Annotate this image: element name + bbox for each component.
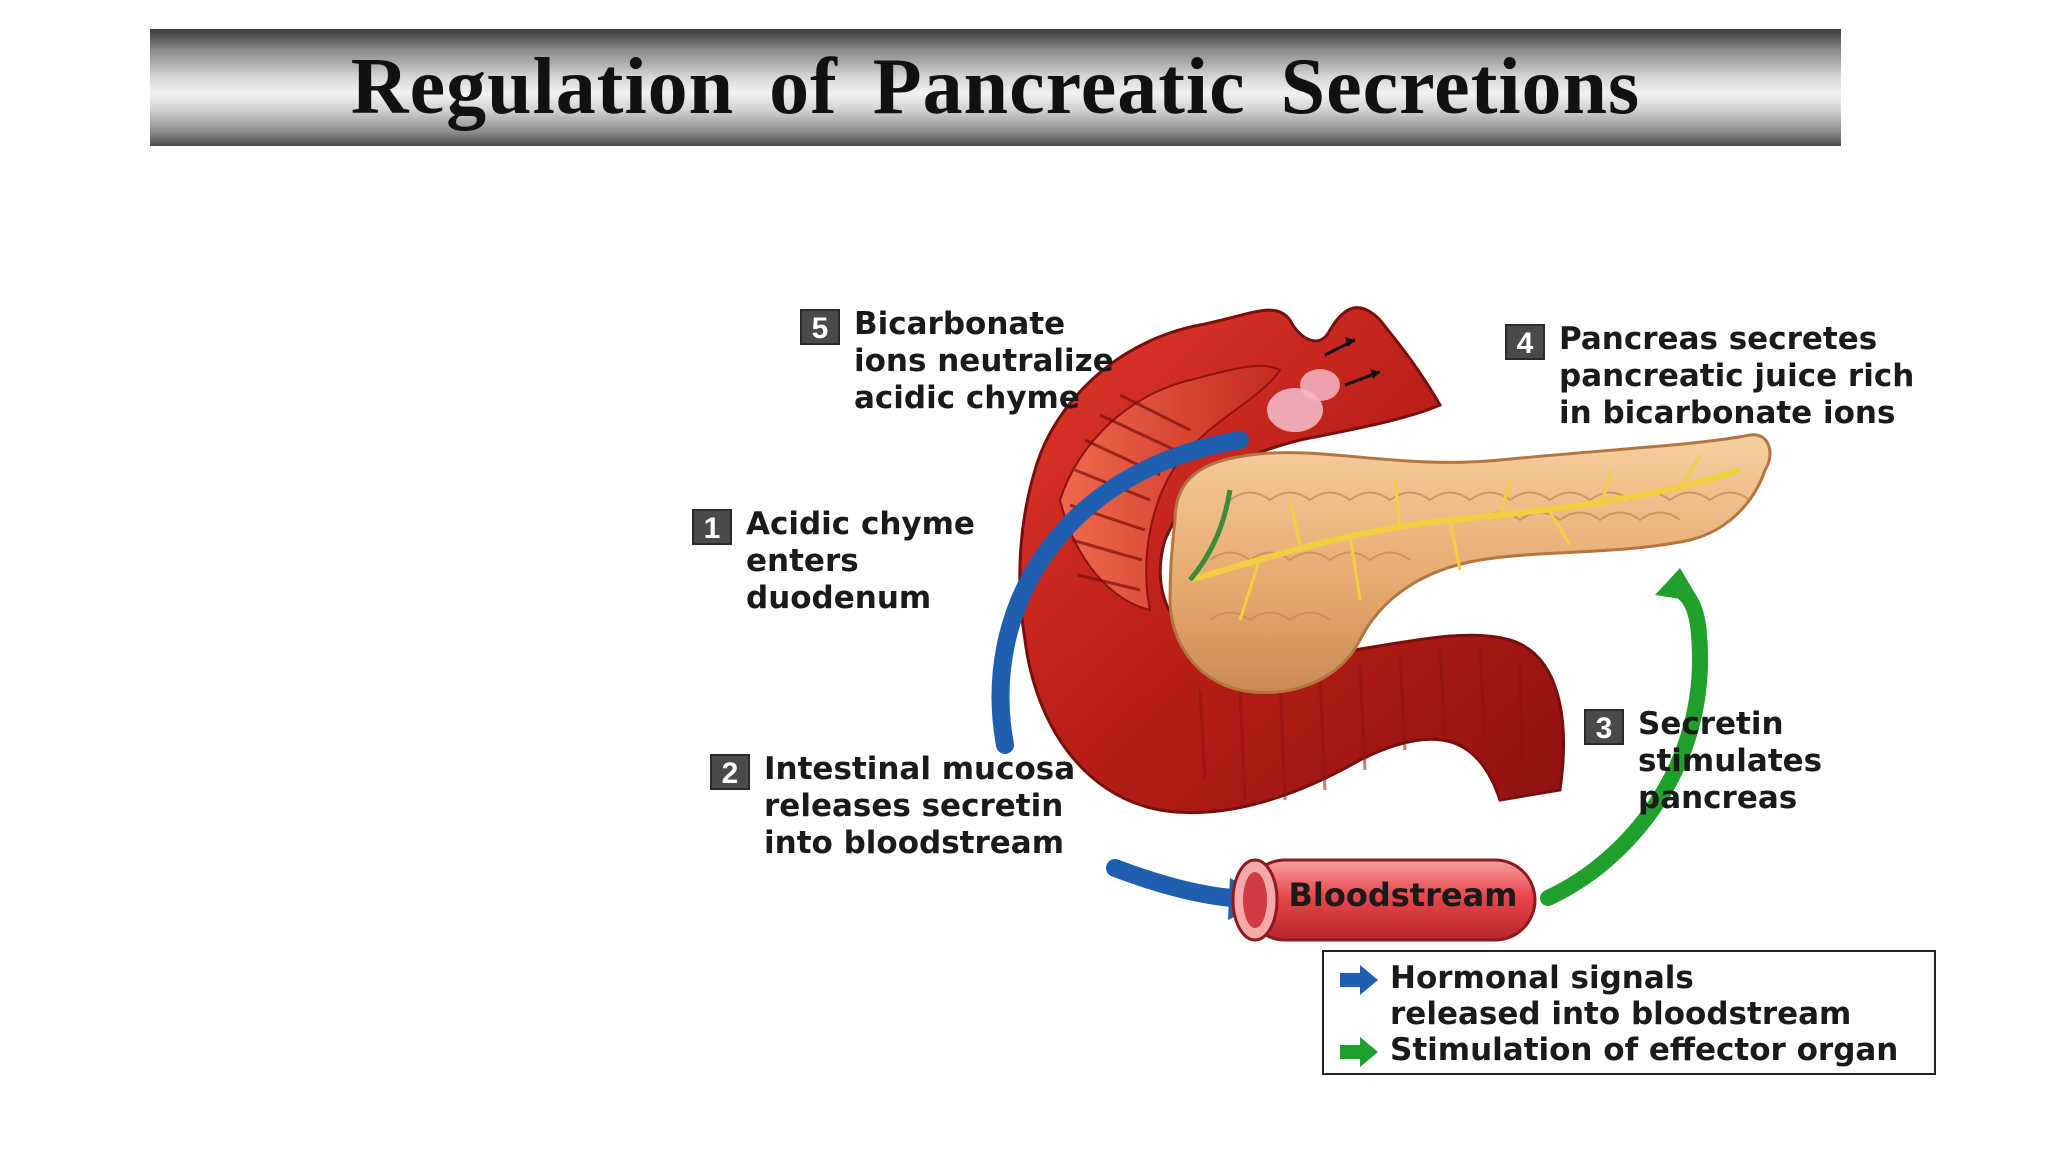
bloodstream-label: Bloodstream — [1288, 876, 1518, 914]
blue-arrow-icon — [1340, 965, 1378, 995]
page-title: Regulation of Pancreatic Secretions — [350, 43, 1641, 131]
green-arrow-icon — [1340, 1037, 1378, 1067]
bloodstream-vessel — [1231, 858, 1537, 942]
stimulation-arrow — [1540, 568, 1709, 906]
legend-row-hormonal: Hormonal signals released into bloodstre… — [1338, 960, 1934, 1032]
step-number: 4 — [1505, 324, 1545, 360]
step-number: 3 — [1584, 709, 1624, 745]
step-number: 2 — [710, 754, 750, 790]
step-3: 3 Secretin stimulates pancreas — [1584, 706, 1822, 817]
step-4: 4 Pancreas secretes pancreatic juice ric… — [1505, 321, 1914, 432]
step-label: Pancreas secretes pancreatic juice rich … — [1559, 321, 1915, 431]
step-label: Intestinal mucosa releases secretin into… — [764, 751, 1076, 861]
legend: Hormonal signals released into bloodstre… — [1322, 950, 1936, 1075]
duodenum — [1018, 306, 1565, 814]
step-label: Acidic chyme enters duodenum — [746, 506, 975, 616]
title-banner: Regulation of Pancreatic Secretions — [150, 29, 1841, 146]
legend-hormonal-label: Hormonal signals released into bloodstre… — [1390, 960, 1852, 1032]
legend-row-stimulation: Stimulation of effector organ — [1338, 1032, 1934, 1069]
step-5: 5 Bicarbonate ions neutralize acidic chy… — [800, 306, 1114, 417]
pancreas — [1168, 433, 1772, 695]
step-1: 1 Acidic chyme enters duodenum — [692, 506, 975, 617]
step-label: Secretin stimulates pancreas — [1638, 706, 1823, 816]
step-2: 2 Intestinal mucosa releases secretin in… — [710, 751, 1075, 862]
step-number: 1 — [692, 509, 732, 545]
step-number: 5 — [800, 309, 840, 345]
legend-stimulation-label: Stimulation of effector organ — [1390, 1032, 1899, 1068]
step-label: Bicarbonate ions neutralize acidic chyme — [854, 306, 1114, 416]
